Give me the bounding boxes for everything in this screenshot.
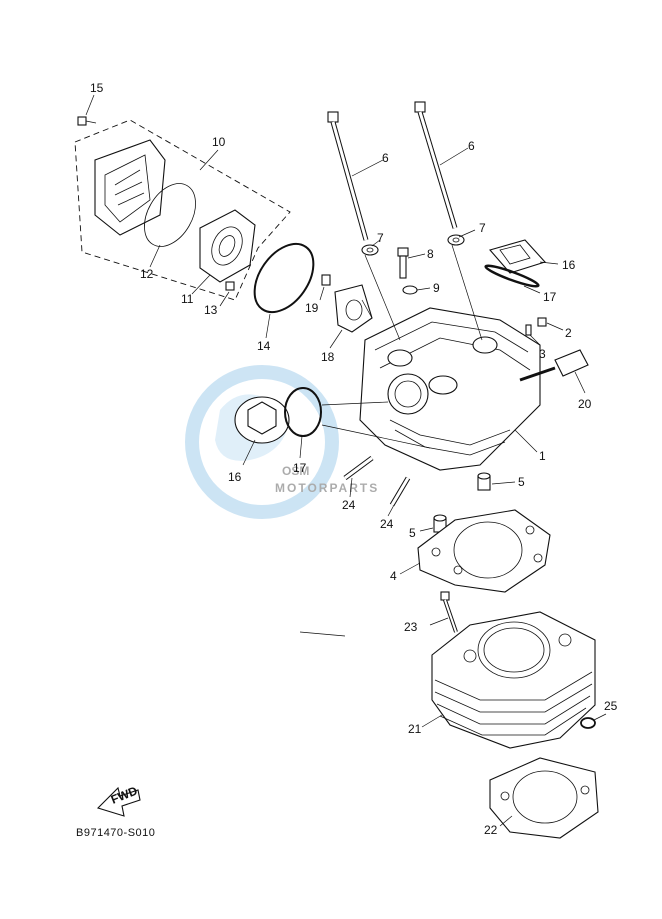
part-11-plate xyxy=(191,209,256,295)
part-1-cylinder-head xyxy=(359,307,541,471)
callout-7-right: 7 xyxy=(479,221,486,235)
callout-18: 18 xyxy=(321,350,335,364)
callout-17-left: 17 xyxy=(293,461,307,475)
part-13-bolt xyxy=(219,281,235,307)
callout-5-right: 5 xyxy=(518,475,525,489)
callout-labels: 15 10 12 11 13 14 6 6 7 7 8 9 16 17 19 1… xyxy=(90,81,618,837)
callout-9: 9 xyxy=(433,281,440,295)
part-7-washer-left xyxy=(361,239,381,256)
part-12-gasket xyxy=(144,183,196,268)
cover-group-outline xyxy=(74,119,291,301)
callout-3: 3 xyxy=(539,347,546,361)
callout-25: 25 xyxy=(604,699,618,713)
callout-6-right: 6 xyxy=(468,139,475,153)
callout-20: 20 xyxy=(578,397,592,411)
part-2-bolt xyxy=(537,317,564,331)
callout-7-left: 7 xyxy=(377,231,384,245)
callout-16-left: 16 xyxy=(228,470,242,484)
callout-11: 11 xyxy=(181,292,194,306)
watermark-brand: OSM xyxy=(282,464,309,478)
part-20-spark-plug xyxy=(519,349,589,394)
part-6-bolt-right xyxy=(414,101,469,229)
callout-22: 22 xyxy=(484,823,498,837)
leader-line xyxy=(364,254,401,341)
part-21-cylinder xyxy=(421,611,596,749)
callout-12: 12 xyxy=(140,267,154,281)
callout-23: 23 xyxy=(404,620,418,634)
part-15-bolt xyxy=(77,94,97,126)
part-7-washer-right xyxy=(447,229,476,246)
diagram-code: B971470-S010 xyxy=(76,827,155,839)
leader-line xyxy=(361,299,373,319)
part-4-head-gasket xyxy=(399,509,551,593)
part-19-bolt xyxy=(319,274,331,301)
callout-13: 13 xyxy=(204,303,218,317)
callout-24-a: 24 xyxy=(342,498,356,512)
callout-17-top: 17 xyxy=(543,290,557,304)
part-6-bolt-left xyxy=(327,111,384,241)
callout-14: 14 xyxy=(257,339,271,353)
watermark-subtext: MOTORPARTS xyxy=(275,481,379,495)
part-23-bolt xyxy=(429,591,458,633)
part-16-cap-top xyxy=(489,239,559,274)
leader-line xyxy=(321,401,389,406)
part-17-oring-left xyxy=(284,387,322,459)
callout-24-b: 24 xyxy=(380,517,394,531)
part-18-bracket xyxy=(329,284,373,349)
callout-6-left: 6 xyxy=(382,151,389,165)
callout-8: 8 xyxy=(427,247,434,261)
callout-21: 21 xyxy=(408,722,422,736)
part-5-dowel-right xyxy=(477,472,516,491)
watermark: OSM MOTORPARTS xyxy=(185,365,379,519)
leader-line xyxy=(321,424,431,449)
callout-16-top: 16 xyxy=(562,258,576,272)
small-fragment xyxy=(299,631,346,637)
callout-15: 15 xyxy=(90,81,104,95)
callout-4: 4 xyxy=(390,569,397,583)
part-17-oring-top xyxy=(484,264,541,294)
fwd-arrow: FWD xyxy=(96,783,141,817)
part-25-oring xyxy=(580,713,607,729)
leader-line xyxy=(451,244,483,341)
callout-2: 2 xyxy=(565,326,572,340)
callout-5-left: 5 xyxy=(409,526,416,540)
part-24-stud-b xyxy=(387,476,411,517)
part-16-cap-left xyxy=(234,396,290,466)
callout-19: 19 xyxy=(305,301,319,315)
part-14-oring xyxy=(253,242,315,339)
part-24-stud-a xyxy=(343,455,374,498)
part-9-washer xyxy=(402,285,431,295)
part-22-base-gasket xyxy=(489,757,599,839)
part-8-bolt xyxy=(397,247,426,279)
callout-1: 1 xyxy=(539,449,546,463)
part-10-cover xyxy=(94,139,219,236)
callout-10: 10 xyxy=(212,135,226,149)
